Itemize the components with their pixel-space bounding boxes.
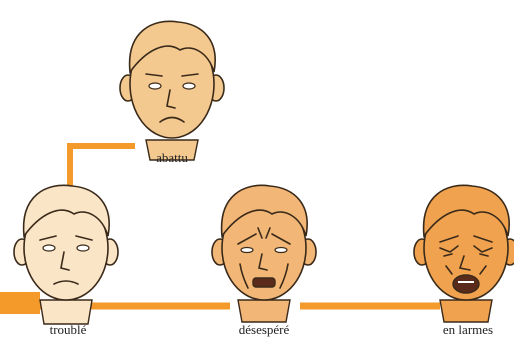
label-desespere: désespéré bbox=[238, 322, 290, 337]
face-abattu bbox=[119, 20, 225, 161]
label-en-larmes: en larmes bbox=[442, 322, 494, 337]
connectors bbox=[0, 143, 440, 314]
label-trouble: troublé bbox=[49, 322, 87, 337]
label-abattu: abattu bbox=[156, 150, 188, 165]
connector-left-stub bbox=[0, 292, 40, 314]
face-en-larmes bbox=[413, 184, 514, 323]
connector-abattu-trouble bbox=[67, 143, 135, 192]
face-desespere bbox=[211, 184, 317, 323]
face-trouble bbox=[13, 184, 119, 325]
